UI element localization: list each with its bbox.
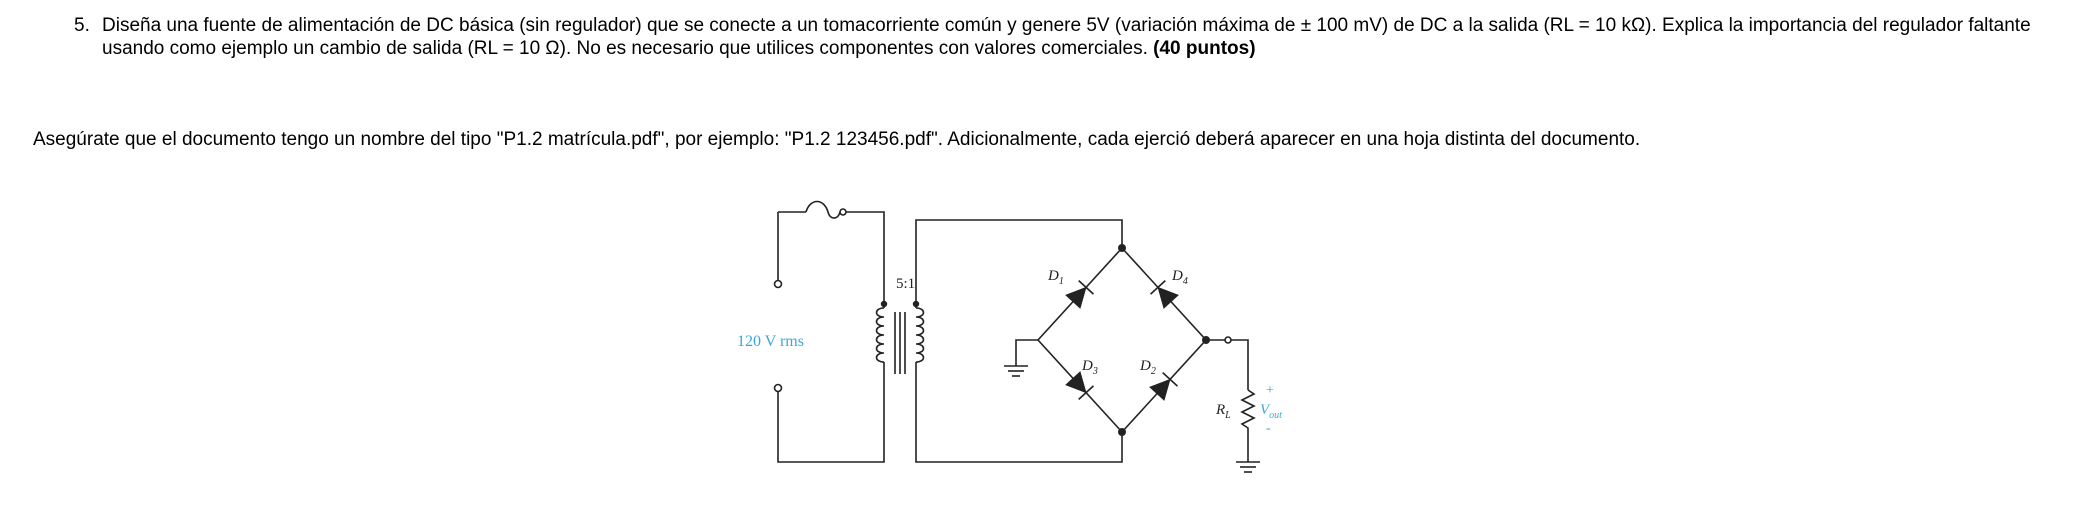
diode-d2 (1149, 372, 1178, 401)
rl-label: RL (1215, 402, 1231, 421)
rl-sub: L (1224, 410, 1231, 421)
turns-ratio-text: 5:1 (896, 276, 915, 292)
rl-main: R (1215, 402, 1225, 418)
circuit-labels: 120 V rms 5:1 D1 D4 D3 D2 RL + Vout - (737, 268, 1282, 436)
vout-main: V (1260, 402, 1271, 418)
vout-sub: out (1269, 410, 1282, 421)
d3-label: D3 (1081, 358, 1098, 377)
d4-sub: 4 (1183, 276, 1188, 287)
vout-plus-sign: + (1266, 383, 1274, 398)
d1-label: D1 (1047, 268, 1064, 287)
question-5: 5. Diseña una fuente de alimentación de … (74, 14, 2034, 60)
diode-d1 (1065, 280, 1094, 309)
question-points: (40 puntos) (1153, 38, 1256, 59)
diode-d3 (1065, 371, 1094, 400)
d3-sub: 3 (1092, 366, 1098, 377)
vout-minus-sign: - (1266, 421, 1271, 436)
d1-main: D (1047, 268, 1059, 284)
circuit-diagram: 120 V rms 5:1 D1 D4 D3 D2 RL + Vout - (737, 200, 1282, 473)
d3-main: D (1081, 358, 1093, 374)
d4-label: D4 (1171, 268, 1188, 287)
turns-ratio-label: 5:1 (896, 276, 915, 292)
question-body: Diseña una fuente de alimentación de DC … (102, 14, 2034, 60)
d2-main: D (1139, 358, 1151, 374)
vout-label: Vout (1260, 402, 1282, 421)
d4-main: D (1171, 268, 1183, 284)
d2-sub: 2 (1151, 366, 1156, 377)
junction-dots (880, 244, 1210, 436)
source-voltage-label: 120 V rms (737, 333, 804, 350)
circuit-wires (773, 200, 1260, 473)
d2-label: D2 (1139, 358, 1156, 377)
bridge-diodes (1065, 280, 1179, 401)
file-name-note: Asegúrate que el documento tengo un nomb… (33, 129, 1641, 150)
d1-sub: 1 (1059, 276, 1064, 287)
diode-d4 (1150, 280, 1179, 309)
question-text: Diseña una fuente de alimentación de DC … (102, 15, 2031, 59)
rectifier-circuit-figure: 120 V rms 5:1 D1 D4 D3 D2 RL + Vout - (720, 196, 1320, 510)
question-number: 5. (74, 15, 90, 36)
